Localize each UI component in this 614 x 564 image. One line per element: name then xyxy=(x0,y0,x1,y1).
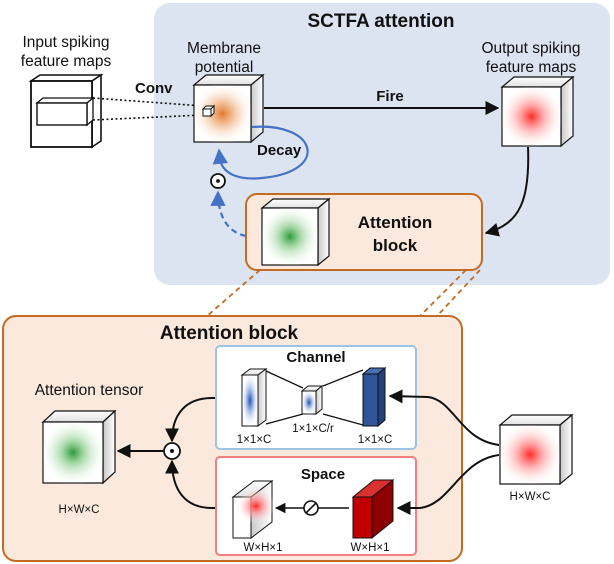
output-label-line1: Output spiking xyxy=(481,40,580,57)
conv-projection-lines xyxy=(92,97,204,121)
decay-label: Decay xyxy=(257,142,302,159)
space-to-product-arrow xyxy=(165,459,232,509)
attention-block-label-line2: block xyxy=(373,236,418,255)
attention-tensor-dims: H×W×C xyxy=(59,504,100,516)
channel-to-product-arrow xyxy=(165,397,237,443)
tensor-to-channel-arrow xyxy=(388,389,500,446)
output-label-line2: feature maps xyxy=(486,59,577,76)
attention-block-cube xyxy=(260,197,331,267)
space-weight-map xyxy=(351,478,395,540)
tensor-to-space-arrow xyxy=(396,454,500,515)
attention-tensor-label: Attention tensor xyxy=(35,382,144,399)
membrane-potential-cube xyxy=(192,73,265,144)
input-label-line1: Input spiking xyxy=(22,34,109,51)
product-circle-icon xyxy=(210,173,226,189)
decay-loop-arrow xyxy=(212,125,309,180)
zoom-connector-lines xyxy=(206,269,481,317)
channel-squeeze-bar xyxy=(300,384,324,416)
attention-block-label-line1: Attention xyxy=(358,213,433,232)
fire-label: Fire xyxy=(376,88,404,105)
input-tensor-cube xyxy=(498,413,574,486)
channel-bottleneck-lines xyxy=(265,369,364,426)
membrane-label-line1: Membrane xyxy=(187,40,261,57)
channel-dim-2: 1×1×C/r xyxy=(292,423,334,435)
channel-weight-bar xyxy=(361,366,387,428)
sctfa-title: SCTFA attention xyxy=(307,11,454,32)
product-circle-icon xyxy=(163,442,181,460)
output-to-attention-arrow xyxy=(484,146,530,237)
attention-tensor-cube xyxy=(41,409,117,485)
attention-block-panel-title: Attention block xyxy=(160,323,299,344)
channel-dim-3: 1×1×C xyxy=(358,434,393,446)
conv-label: Conv xyxy=(135,80,173,97)
space-label: Space xyxy=(301,466,345,483)
divide-circle-icon xyxy=(303,500,319,516)
input-feature-cube xyxy=(28,73,104,149)
input-tensor-dims: H×W×C xyxy=(510,491,551,503)
space-attention-map xyxy=(231,479,274,540)
channel-label: Channel xyxy=(286,349,345,366)
output-feature-cube xyxy=(500,75,575,148)
space-dim-2: W×H×1 xyxy=(351,542,390,554)
attention-to-decay-dashed-arrow xyxy=(210,190,247,238)
channel-dim-1: 1×1×C xyxy=(237,434,272,446)
input-label-line2: feature maps xyxy=(21,53,112,70)
channel-input-bar xyxy=(240,368,268,427)
membrane-label-line2: potential xyxy=(195,59,254,76)
space-dim-1: W×H×1 xyxy=(244,542,283,554)
